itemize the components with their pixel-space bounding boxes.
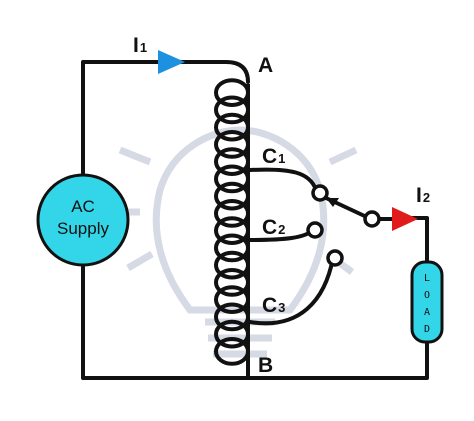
contact-c2 — [306, 221, 324, 239]
wire-tap-c1 — [248, 167, 318, 192]
circuit-wires — [81, 60, 429, 380]
ac-supply: AC Supply — [36, 173, 130, 267]
wire-tap-c3 — [248, 256, 335, 326]
load-letter-1: L — [424, 273, 430, 284]
switch-contacts — [306, 184, 381, 267]
wire-top — [81, 60, 250, 232]
label-b: B — [258, 354, 273, 377]
contact-c3 — [326, 249, 344, 267]
load-resistor: L O A D — [410, 260, 444, 344]
switch-arrow-head-icon — [326, 198, 339, 207]
label-c2: C2 — [262, 216, 285, 239]
load-letter-4: D — [424, 324, 430, 335]
transformer-coil — [214, 78, 250, 378]
label-c1: C1 — [262, 145, 285, 168]
label-a: A — [258, 54, 273, 77]
label-i1: I1 — [133, 34, 147, 57]
contact-c1 — [311, 184, 329, 202]
supply-label-line1: AC — [71, 197, 95, 216]
contact-wiper — [363, 210, 381, 228]
diagram-labels: I1 I2 A B C1 C2 C3 — [133, 34, 430, 377]
wire-bottom — [81, 228, 429, 380]
label-i2: I2 — [416, 184, 430, 207]
wire-load-top — [410, 216, 429, 264]
supply-label-line2: Supply — [57, 219, 109, 238]
current-arrow-in-icon — [158, 50, 185, 74]
load-letter-2: O — [424, 290, 430, 301]
load-letter-3: A — [424, 307, 430, 318]
label-c3: C3 — [262, 294, 285, 317]
current-arrow-out-icon — [392, 207, 418, 231]
